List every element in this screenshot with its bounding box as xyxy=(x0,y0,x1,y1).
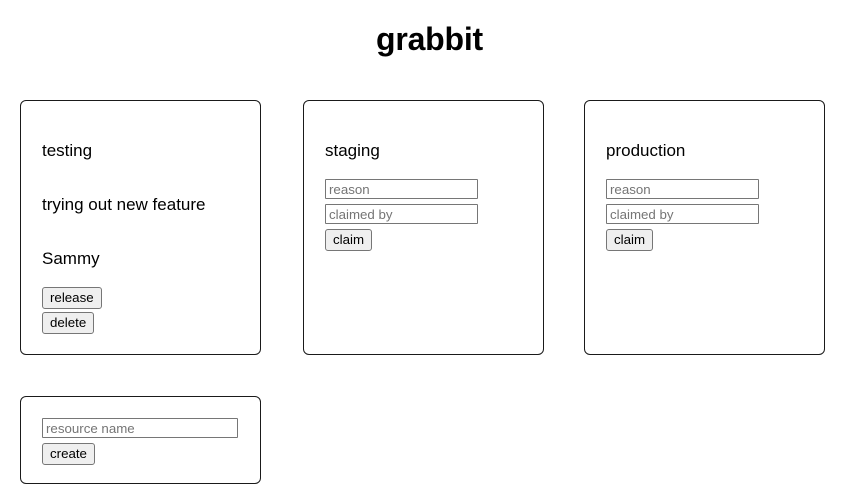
resource-name-input[interactable] xyxy=(42,418,238,438)
claimed-by-input[interactable] xyxy=(606,204,759,224)
resource-name: production xyxy=(606,141,686,160)
create-button[interactable]: create xyxy=(42,443,95,465)
page-title: grabbit xyxy=(375,21,484,57)
reason-input[interactable] xyxy=(606,179,759,199)
resource-name: staging xyxy=(325,141,380,160)
resource-card-testing: testing trying out new feature Sammy rel… xyxy=(20,100,261,355)
claim-button[interactable]: claim xyxy=(606,229,654,251)
resource-card-staging: staging claim xyxy=(303,100,544,355)
resource-claimed-by: Sammy xyxy=(42,249,100,268)
resource-name: testing xyxy=(42,141,93,160)
create-resource-card: create xyxy=(20,396,261,484)
delete-button[interactable]: delete xyxy=(42,312,95,334)
reason-input[interactable] xyxy=(325,179,478,199)
resource-card-production: production claim xyxy=(584,100,825,355)
claimed-by-input[interactable] xyxy=(325,204,478,224)
claim-button[interactable]: claim xyxy=(325,229,373,251)
resource-claim-reason: trying out new feature xyxy=(42,195,206,214)
release-button[interactable]: release xyxy=(42,287,102,309)
